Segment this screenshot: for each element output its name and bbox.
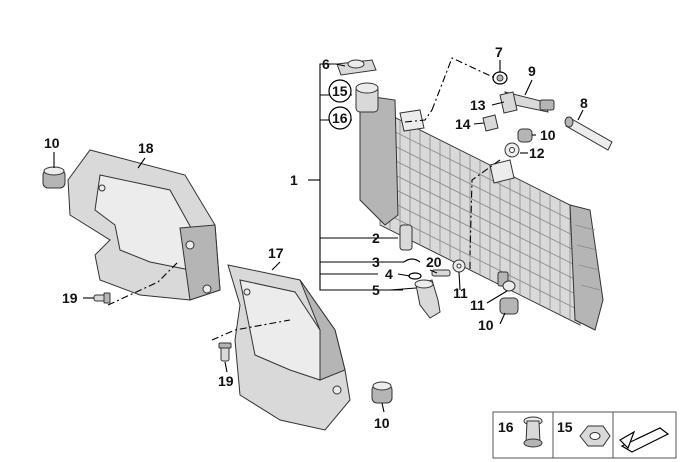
radiator-cover-right: [227, 264, 351, 431]
grommet-10-lower-right: [499, 297, 519, 315]
radiator-fin-row: [379, 181, 581, 283]
hex-nut-icon: [579, 425, 611, 447]
screw-19-lower: [218, 342, 232, 362]
callout-5: 5: [372, 282, 380, 298]
legend: 16 15: [492, 411, 677, 459]
o-ring: [408, 272, 422, 280]
callout-numbers: 1 2 3 4 5 6 7 8 9 10 10 10 10 11 11 12 1…: [44, 44, 588, 431]
bolt-20: [431, 269, 451, 277]
radiator-fin-row: [379, 152, 581, 254]
callout-6: 6: [322, 56, 330, 72]
bush-12: [504, 142, 520, 158]
radiator-fin-row: [379, 138, 581, 240]
callout-14: 14: [455, 116, 471, 132]
hose-clip: [403, 258, 421, 263]
callout-20: 20: [426, 254, 442, 270]
callout-1: 1: [290, 172, 298, 188]
holder-13: [499, 91, 518, 114]
callout-16: 16: [332, 110, 348, 126]
callout-8: 8: [580, 95, 588, 111]
pipe-8: [564, 116, 613, 151]
callout-17: 17: [268, 245, 284, 261]
legend-label-16: 16: [498, 419, 514, 435]
callout-7: 7: [495, 44, 503, 60]
callout-12: 12: [529, 145, 545, 161]
callout-19a: 19: [62, 290, 78, 306]
arrow-icon: [619, 427, 670, 453]
leader-lines: [53, 57, 584, 413]
callout-10c: 10: [478, 317, 494, 333]
callout-16-ring: [328, 106, 352, 130]
radiator-fin-row: [379, 167, 581, 268]
radiator-cover-left: [67, 149, 221, 301]
callout-2: 2: [372, 230, 380, 246]
clamp-7: [492, 71, 508, 85]
rubber-grommet-lower: [371, 381, 393, 404]
radiator: [355, 82, 604, 331]
legend-cell-16: [492, 411, 554, 459]
radiator-cap: [336, 59, 377, 76]
radiator-fin-row: [379, 210, 581, 311]
clip-14: [482, 114, 499, 132]
rubber-grommet-left: [42, 166, 66, 189]
callout-19b: 19: [218, 373, 234, 389]
side-tank-ribs: [574, 224, 601, 291]
grommet-10-upper-right: [517, 128, 533, 143]
callout-10d: 10: [374, 415, 390, 431]
elbow-hose: [414, 279, 441, 319]
callout-10a: 10: [44, 135, 60, 151]
washer-11-lower: [502, 280, 516, 292]
callout-9: 9: [528, 63, 536, 79]
callout-18: 18: [138, 140, 154, 156]
washer-11-upper: [452, 259, 466, 273]
callout-4: 4: [385, 266, 393, 282]
callout-11b: 11: [470, 297, 485, 313]
radiator-fin-row: [379, 124, 581, 225]
rivet-nut-icon: [523, 416, 543, 448]
callout-10b: 10: [540, 127, 556, 143]
callout-15: 15: [332, 83, 348, 99]
connector-9: [504, 91, 555, 113]
callout-11a: 11: [453, 285, 468, 301]
legend-label-15: 15: [557, 419, 573, 435]
callout-3: 3: [372, 254, 380, 270]
radiator-fin-row: [379, 195, 581, 297]
callout-13: 13: [470, 97, 486, 113]
screw-19-left: [93, 292, 111, 304]
callout-15-ring: [328, 79, 352, 103]
